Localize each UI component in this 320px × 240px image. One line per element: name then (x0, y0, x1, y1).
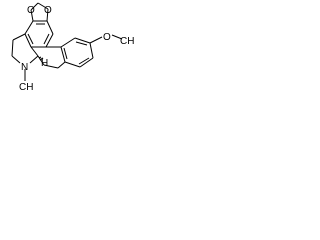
amine-nitrogen-label: N (21, 62, 28, 73)
n-methyl-label: CH (19, 82, 33, 93)
methoxy-oxygen-label: O (103, 32, 111, 43)
ring-a (24, 20, 54, 48)
molecule-structure: O CH O O N CH H (11, 2, 134, 93)
ring-b (11, 33, 39, 81)
dioxole-oxygen-top-label: O (27, 5, 35, 16)
dioxole-oxygen-right-label: O (44, 5, 52, 16)
methoxy-group (89, 34, 123, 44)
stereo-hydrogen-label: H (41, 58, 48, 69)
ring-d (57, 37, 94, 69)
ring-c (37, 46, 61, 69)
dioxole-ring (30, 2, 49, 22)
methoxy-methyl-label: CH (120, 36, 134, 47)
